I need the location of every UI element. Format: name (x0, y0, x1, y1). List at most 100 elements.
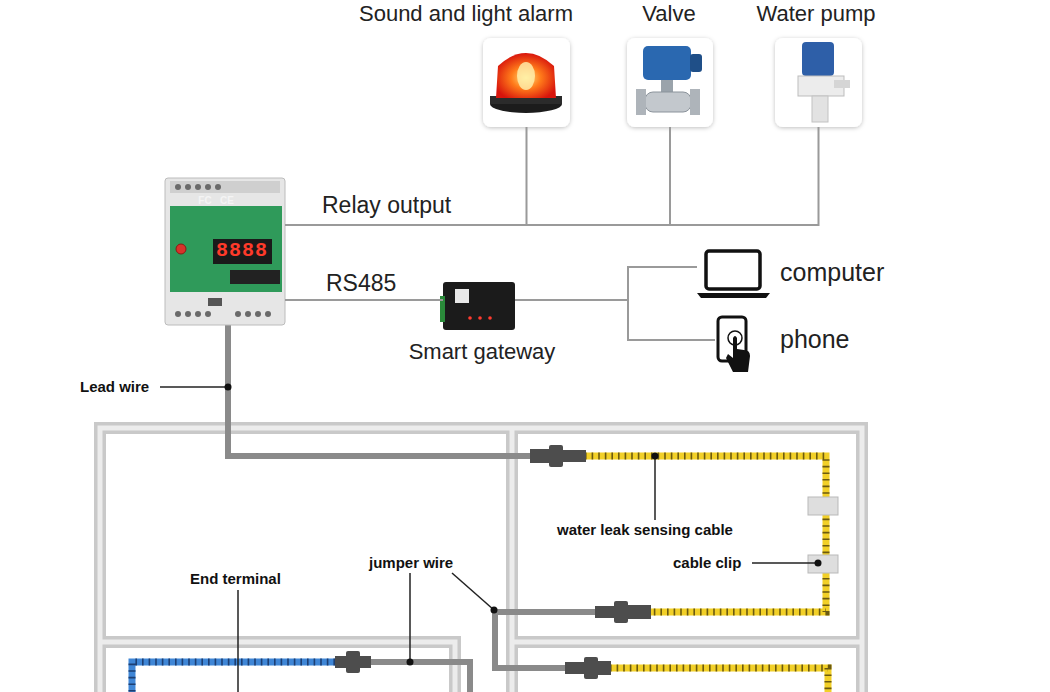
phone-node: phone (715, 315, 865, 375)
valve-actuator (690, 54, 702, 72)
sensing-cables (132, 456, 828, 692)
alarm-node: Sound and light alarm (483, 38, 570, 127)
connector (335, 656, 347, 668)
picture-frame (775, 38, 862, 127)
sensing-cable (610, 668, 828, 692)
wall-inner (512, 640, 862, 645)
laptop-base (697, 293, 770, 298)
pump-picture (775, 38, 862, 127)
terminal (215, 184, 221, 190)
pump-motor (802, 42, 834, 76)
picture-frame (483, 38, 570, 127)
wall (100, 428, 862, 692)
leader-dot (225, 384, 232, 391)
wall-inner (100, 642, 455, 692)
connector (359, 656, 371, 668)
jumper-wire (370, 662, 470, 692)
leader-line (654, 456, 656, 520)
cable-hatch (132, 662, 335, 692)
connector-line (515, 267, 697, 300)
connector (562, 450, 586, 462)
valve-flange (690, 89, 700, 115)
node-heading: Water pump (616, 2, 1016, 26)
connector (595, 606, 615, 618)
wall-inner (510, 428, 515, 692)
terminal (185, 311, 191, 317)
connector (627, 605, 651, 619)
alarm-dome (496, 53, 556, 98)
callout-label: cable clip (673, 555, 741, 572)
gateway-led (468, 316, 472, 320)
leader-dot (815, 560, 822, 567)
terminal (195, 184, 201, 190)
connector-line (285, 127, 819, 225)
cable-clip (808, 497, 838, 515)
node-label: computer (780, 259, 884, 287)
wall-inner (100, 428, 862, 692)
port (208, 298, 222, 306)
connector (565, 662, 585, 674)
valve-flange (636, 89, 646, 115)
pump-outlet (834, 80, 850, 88)
terminal (195, 311, 201, 317)
connector-line (285, 299, 443, 301)
connector-label: RS485 (326, 271, 396, 296)
terminal-strip (170, 181, 280, 193)
terminal (245, 311, 251, 317)
gateway-body (443, 282, 515, 330)
terminal-block (230, 270, 280, 284)
pump-node: Water pump (775, 38, 862, 127)
terminal (205, 311, 211, 317)
connector-label: Relay output (322, 193, 451, 218)
wall (512, 636, 862, 648)
connector (530, 449, 550, 463)
laptop-icon (697, 251, 770, 298)
node-heading: Sound and light alarm (266, 2, 666, 26)
connector (614, 601, 628, 623)
callout-label: jumper wire (369, 555, 453, 572)
valve-stem (661, 80, 673, 92)
gateway-led (478, 316, 482, 320)
callout-label: water leak sensing cable (557, 522, 733, 539)
callout-label: Lead wire (80, 379, 149, 396)
display-digits: 8888 (42, 240, 442, 262)
qr-code (455, 289, 469, 303)
gateway-device (440, 282, 515, 330)
connector-line (515, 300, 715, 340)
leader-dot (407, 659, 414, 666)
controller-node: FCCE8888 (165, 178, 285, 325)
cable-clips (808, 497, 838, 573)
leader-line (452, 573, 494, 610)
connector (549, 445, 563, 467)
valve-actuator (643, 46, 691, 80)
connector (346, 651, 360, 673)
sensing-cable (132, 662, 335, 692)
leader-dots (225, 384, 822, 666)
jumper-wire (495, 612, 595, 668)
gateway-led (488, 316, 492, 320)
leader-dot (491, 607, 498, 614)
cable-connectors (335, 445, 651, 679)
terminal (175, 311, 181, 317)
connector (584, 657, 598, 679)
leader-line (752, 562, 818, 564)
hand-icon (726, 336, 750, 372)
leader-line (409, 573, 411, 662)
wires (228, 325, 595, 692)
connector-line (285, 127, 527, 225)
valve-node: Valve (627, 38, 713, 127)
phone-icon (718, 317, 750, 372)
terminal (205, 184, 211, 190)
terminal (255, 311, 261, 317)
terminal (235, 311, 241, 317)
picture-frame (627, 38, 713, 127)
connector-line (285, 127, 670, 225)
valve-body (645, 92, 691, 112)
node-heading: Smart gateway (282, 340, 682, 364)
connector (597, 661, 611, 675)
computer-node: computer (697, 245, 907, 300)
node-label: phone (780, 326, 850, 354)
leader-line (237, 590, 239, 692)
cable-hatch (610, 668, 828, 692)
